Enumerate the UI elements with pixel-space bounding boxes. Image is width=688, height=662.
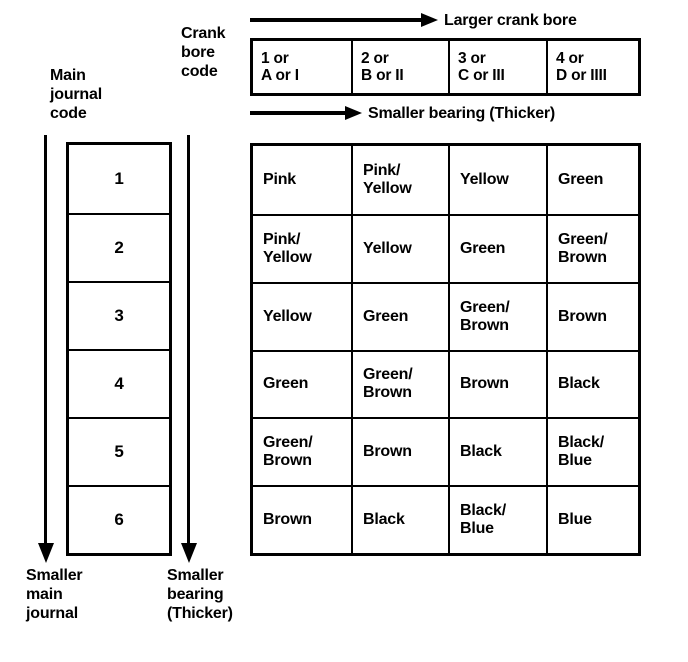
crank-bore-header-cell: 3 or C or III [448,41,546,93]
bearing-color-cell: Pink/ Yellow [253,213,351,282]
bearing-color-cell: Black/ Blue [448,485,546,553]
bearing-color-cell: Green [448,213,546,282]
main-journal-code-cell: 2 [69,213,169,281]
larger-crank-bore-label: Larger crank bore [444,12,577,29]
bearing-color-cell: Green/ Brown [546,213,638,282]
bearing-color-cell: Black/ Blue [546,417,638,486]
main-journal-code-cell: 6 [69,485,169,553]
main-journal-code-label: Main journal code [50,67,102,122]
bearing-color-cell: Pink/ Yellow [351,146,448,214]
bearing-color-cell: Green [253,349,351,418]
bearing-color-cell: Pink [263,170,296,188]
bearing-color-cell: Black [351,485,448,553]
bearing-color-cell: Brown [546,281,638,350]
smaller-main-journal-arrow [38,135,54,563]
main-journal-code-cell: 3 [69,281,169,349]
main-journal-code-cell: 1 [114,169,124,188]
smaller-bearing-thicker-bottom-label: Smaller bearing (Thicker) [167,567,233,622]
smaller-bearing-arrow [250,106,362,120]
bearing-color-cell: Green/ Brown [253,417,351,485]
bearing-color-cell: Green [546,146,638,214]
smaller-bearing-arrow-vertical [181,135,197,563]
larger-crank-bore-arrow [250,13,438,27]
arrow-head [181,543,197,563]
crank-bore-code-header-table: 1 or A or I 2 or B or II 3 or C or III 4… [250,38,641,96]
arrow-shaft [44,135,47,543]
bearing-color-cell: Black [546,349,638,418]
bearing-color-cell: Brown [351,417,448,486]
arrow-head [345,106,362,120]
main-journal-code-cell: 4 [69,349,169,417]
main-journal-code-cell: 5 [69,417,169,485]
bearing-color-cell: Blue [546,485,638,553]
bearing-color-table: Pink Pink/ Yellow Yellow Green Pink/ Yel… [250,143,641,556]
main-journal-code-column: 1 2 3 4 5 6 [66,142,172,556]
bearing-color-cell: Green/ Brown [351,349,448,418]
arrow-head [421,13,438,27]
bearing-color-cell: Green [351,281,448,350]
arrow-shaft [250,18,421,22]
crank-bore-code-label: Crank bore code [181,25,226,80]
arrow-shaft [250,111,345,115]
bearing-color-cell: Yellow [351,213,448,282]
bearing-color-cell: Black [448,417,546,486]
arrow-shaft [187,135,190,543]
bearing-color-cell: Yellow [253,281,351,350]
smaller-main-journal-label: Smaller main journal [26,567,83,622]
crank-bore-header-cell: 4 or D or IIII [546,41,638,93]
bearing-color-cell: Yellow [448,146,546,214]
smaller-bearing-thicker-label: Smaller bearing (Thicker) [368,105,556,122]
bearing-color-cell: Green/ Brown [448,281,546,350]
crank-bore-header-cell: 2 or B or II [351,41,448,93]
crank-bore-header-cell: 1 or A or I [261,50,299,84]
bearing-color-cell: Brown [448,349,546,418]
arrow-head [38,543,54,563]
bearing-color-cell: Brown [253,485,351,553]
